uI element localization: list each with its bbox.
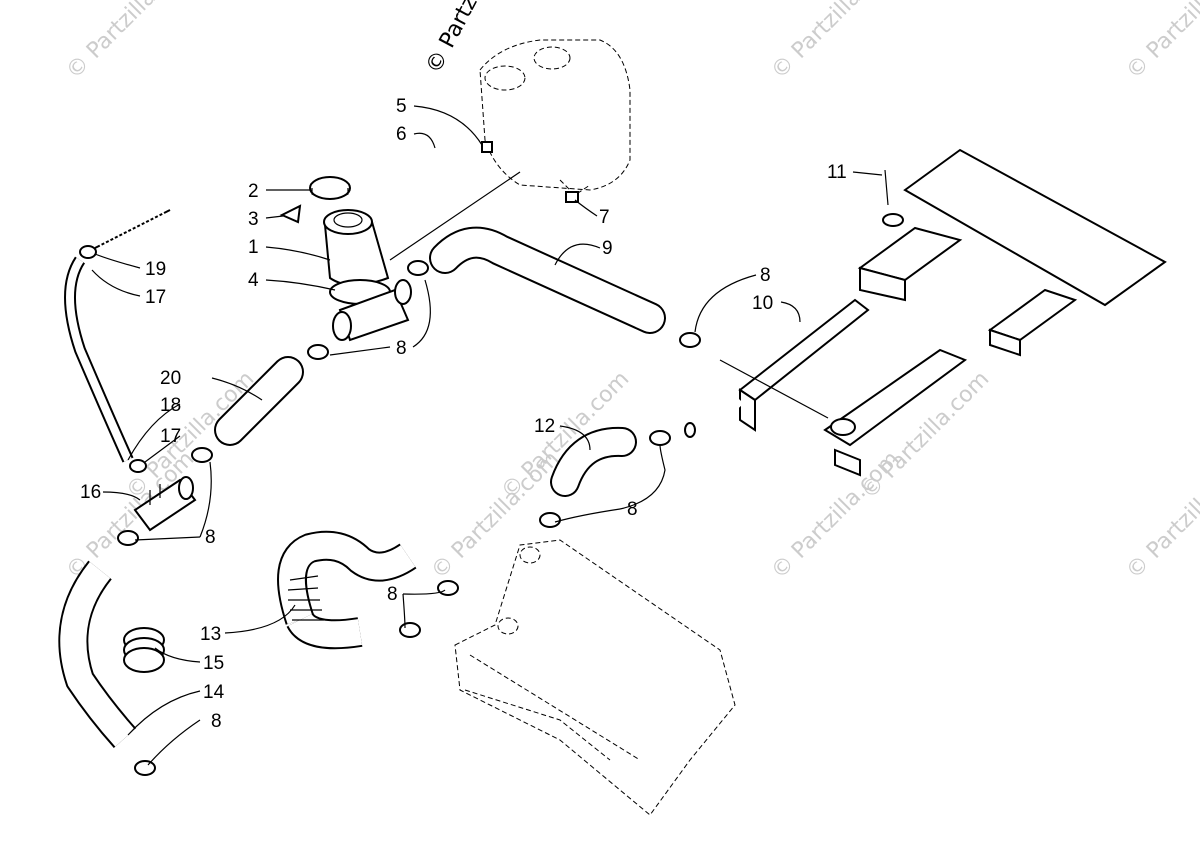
fitting-5 [481,141,493,153]
callout-8e: 8 [387,584,398,605]
callout-4: 4 [248,270,259,291]
callout-18: 18 [160,395,181,416]
callout-8f: 8 [211,711,222,732]
watermark-3: © Partzilla.com [1122,0,1200,84]
callout-8c: 8 [627,499,638,520]
callout-7: 7 [599,207,610,228]
leader-lines [91,105,883,766]
callout-6: 6 [396,124,407,145]
tunnel [454,539,736,816]
callout-17b: 17 [160,426,181,447]
callout-11: 11 [827,162,847,183]
fuel-tank [479,39,631,196]
callout-19: 19 [145,259,166,280]
callout-15: 15 [203,653,224,674]
callout-8d: 8 [205,527,216,548]
watermark-main: © Partzilla.com [421,0,523,78]
watermark-7: © Partzilla.com [1122,447,1200,585]
callout-13: 13 [200,624,221,645]
gasket [279,204,302,224]
watermark-2: © Partzilla.com [767,0,905,84]
clamp-15 [123,627,165,673]
clamps-8 [117,260,701,776]
callout-labels: 1 2 3 4 5 6 7 8 8 8 8 8 8 9 10 11 12 13 … [80,96,847,732]
callout-10: 10 [752,293,773,314]
fitting-7 [565,191,579,203]
watermark-1: © Partzilla.com [62,0,200,84]
callout-20: 20 [160,368,181,389]
callout-14: 14 [203,682,225,703]
coolant-reservoir [323,209,412,342]
callout-1: 1 [248,237,259,258]
callout-5: 5 [396,96,407,117]
callout-9: 9 [602,238,613,259]
callout-12: 12 [534,416,555,437]
callout-3: 3 [248,209,259,230]
spring-19 [94,208,171,250]
washer-11 [882,213,904,227]
callout-2: 2 [248,181,259,202]
callout-8a: 8 [396,338,407,359]
heat-exchangers [738,148,1167,477]
callout-16: 16 [80,482,101,503]
callout-17a: 17 [145,287,166,308]
callout-8b: 8 [760,265,771,286]
